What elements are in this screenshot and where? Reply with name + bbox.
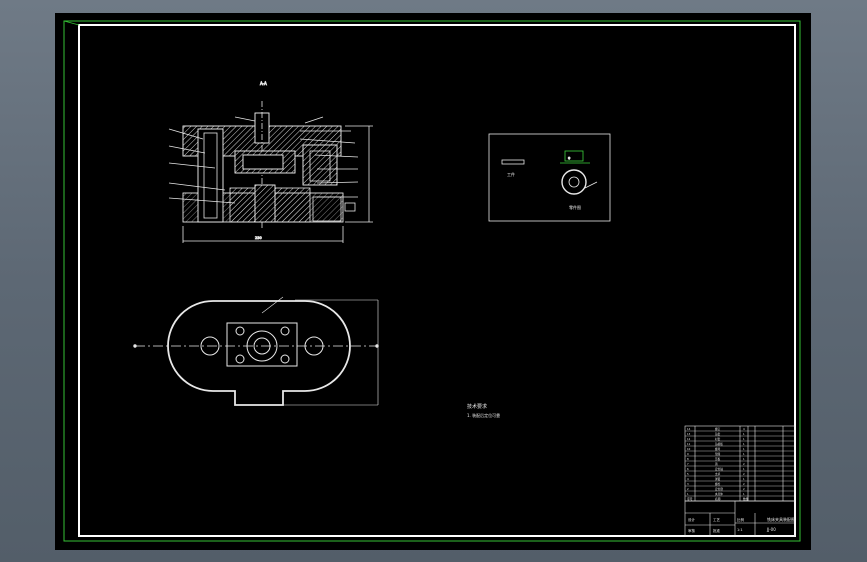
parts-list-cell-name: 螺母 <box>715 447 721 451</box>
parts-list-cell-name: 压板 <box>715 457 721 461</box>
parts-list-cell-no: 4 <box>687 477 689 481</box>
parts-list-cell-name: 螺钉 <box>715 427 721 431</box>
parts-list-cell-qty: 2 <box>743 487 745 491</box>
title-block <box>684 500 796 537</box>
parts-list-cell-qty: 1 <box>743 492 745 496</box>
parts-list-cell-no: 13 <box>687 432 691 436</box>
drawing-viewport[interactable]: A-A 230 <box>55 13 811 550</box>
parts-list-cell-no: 14 <box>687 427 691 431</box>
parts-list-cell-qty: 1 <box>743 467 745 471</box>
parts-list-cell-no: 3 <box>687 482 689 486</box>
cad-drawing: A-A 230 <box>63 20 801 542</box>
parts-list-cell-qty: 2 <box>743 472 745 476</box>
title-block-ratio: 1:1 <box>737 528 743 532</box>
parts-list-cell-no: 9 <box>687 452 689 456</box>
part-sketch: φ <box>488 133 611 222</box>
parts-list-cell-no: 2 <box>687 487 689 491</box>
parts-list-cell-name: 衬套 <box>715 437 721 441</box>
front-section-view: A-A 230 <box>168 81 373 243</box>
svg-text:φ: φ <box>568 156 571 160</box>
parts-list-cell-no: 8 <box>687 457 689 461</box>
outer-frame <box>63 20 801 542</box>
svg-text:230: 230 <box>255 236 262 240</box>
title-block-title: 铣床夹具装配图 <box>767 516 795 522</box>
parts-list-cell-no: 5 <box>687 472 689 476</box>
parts-list-cell-name: 定位键 <box>715 487 723 491</box>
parts-list-cell-name: 支承 <box>715 472 721 476</box>
parts-list-cell-name: 定位轴 <box>715 467 723 471</box>
parts-list-header-qty: 数量 <box>743 497 749 501</box>
parts-list-cell-name: 螺栓 <box>715 482 721 486</box>
tech-req-line: 1. 装配后定位可靠 <box>467 412 500 418</box>
parts-list-cell-qty: 1 <box>743 477 745 481</box>
title-block-label-1: 设计 <box>688 517 696 522</box>
tech-req-title: 技术要求 <box>467 403 487 410</box>
parts-list-cell-name: 钻套 <box>715 432 721 436</box>
parts-list-table <box>684 425 796 502</box>
parts-list-cell-no: 11 <box>687 442 691 446</box>
part-sketch-bottom-label: 零件图 <box>569 204 581 210</box>
parts-list-cell-qty: 1 <box>743 432 745 436</box>
parts-list-cell-no: 7 <box>687 462 689 466</box>
title-block-label-2: 审核 <box>688 528 696 533</box>
inner-frame <box>78 24 796 537</box>
parts-list-cell-qty: 1 <box>743 447 745 451</box>
parts-list-cell-name: 弹簧 <box>715 477 721 481</box>
parts-list-cell-name: 钻模板 <box>715 442 723 446</box>
parts-list-cell-name: 夹具体 <box>715 492 723 496</box>
parts-list-cell-no: 6 <box>687 467 689 471</box>
parts-list-cell-name: 垫圈 <box>715 452 721 456</box>
title-block-drawing-no: JJ-00 <box>766 527 776 532</box>
title-block-label-3: 工艺 <box>713 517 721 522</box>
title-block-label-4: 批准 <box>713 528 721 533</box>
part-sketch-left-label: 工件 <box>507 171 515 177</box>
parts-list-cell-name: 销 <box>715 462 718 466</box>
title-block-ratio-label: 比例 <box>737 517 745 522</box>
parts-list-cell-no: 1 <box>687 492 689 496</box>
parts-list-cell-qty: 1 <box>743 442 745 446</box>
top-plan-view <box>133 296 379 406</box>
parts-list-cell-no: 12 <box>687 437 691 441</box>
parts-list-cell-qty: 1 <box>743 452 745 456</box>
parts-list-cell-qty: 2 <box>743 462 745 466</box>
parts-list-cell-no: 10 <box>687 447 691 451</box>
parts-list-cell-qty: 1 <box>743 457 745 461</box>
svg-text:A-A: A-A <box>260 81 267 86</box>
parts-list-header-name: 名称 <box>715 497 721 501</box>
parts-list-cell-qty: 1 <box>743 437 745 441</box>
parts-list-header-no: 序号 <box>687 497 693 501</box>
parts-list-cell-qty: 2 <box>743 482 745 486</box>
parts-list-cell-qty: 4 <box>743 427 745 431</box>
